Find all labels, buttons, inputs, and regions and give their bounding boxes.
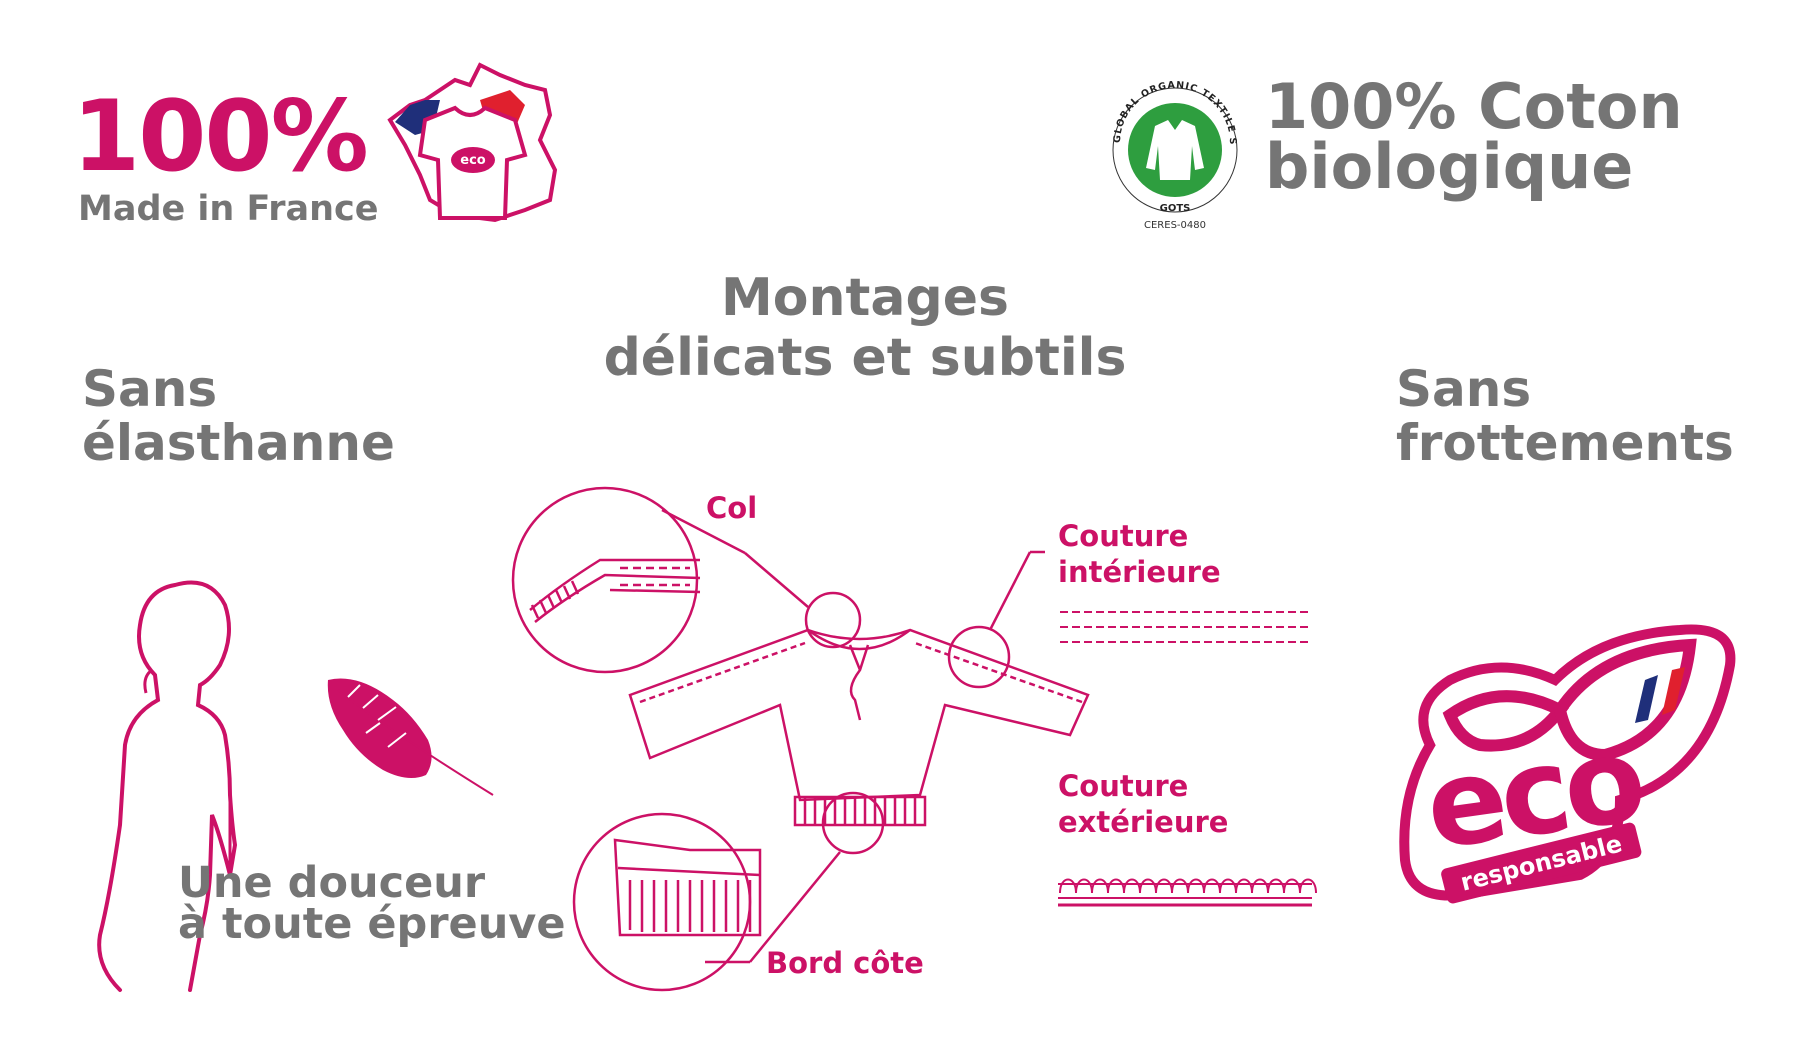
montages-heading-line1: Montages <box>721 268 1009 328</box>
douceur-line1: Une douceur <box>178 858 486 908</box>
label-couture-exterieure-line1: Couture <box>1058 769 1189 803</box>
coton-headline-line1: 100% Coton <box>1265 70 1683 143</box>
made-in-france-percent: 100% <box>72 80 369 194</box>
montages-heading-line2: délicats et subtils <box>603 328 1127 388</box>
label-couture-interieure-line2: intérieure <box>1058 555 1221 589</box>
sans-elasthanne-line2: élasthanne <box>82 414 395 472</box>
feather-icon <box>327 678 494 796</box>
label-bord-cote: Bord côte <box>766 946 924 980</box>
woman-silhouette-icon <box>97 580 238 992</box>
coton-headline-line2: biologique <box>1265 130 1634 203</box>
eco-responsable-badge: eco responsable <box>1399 624 1736 904</box>
sans-frottements-line1: Sans <box>1396 360 1532 418</box>
label-col: Col <box>706 491 758 525</box>
gots-label: GOTS <box>1160 203 1191 214</box>
made-in-france-caption: Made in France <box>78 189 379 229</box>
gots-cert-code: CERES-0480 <box>1144 220 1206 231</box>
sans-elasthanne-line1: Sans <box>82 360 218 418</box>
label-couture-interieure-line1: Couture <box>1058 519 1189 553</box>
gots-logo-icon: GLOBAL ORGANIC TEXTILE STANDARD GOTS CER… <box>1096 60 1238 231</box>
svg-text:eco: eco <box>460 153 486 168</box>
label-couture-exterieure-line2: extérieure <box>1058 805 1229 839</box>
douceur-line2: à toute épreuve <box>178 899 566 949</box>
france-map-tshirt-icon: eco <box>387 62 558 223</box>
sans-frottements-line2: frottements <box>1396 414 1734 472</box>
